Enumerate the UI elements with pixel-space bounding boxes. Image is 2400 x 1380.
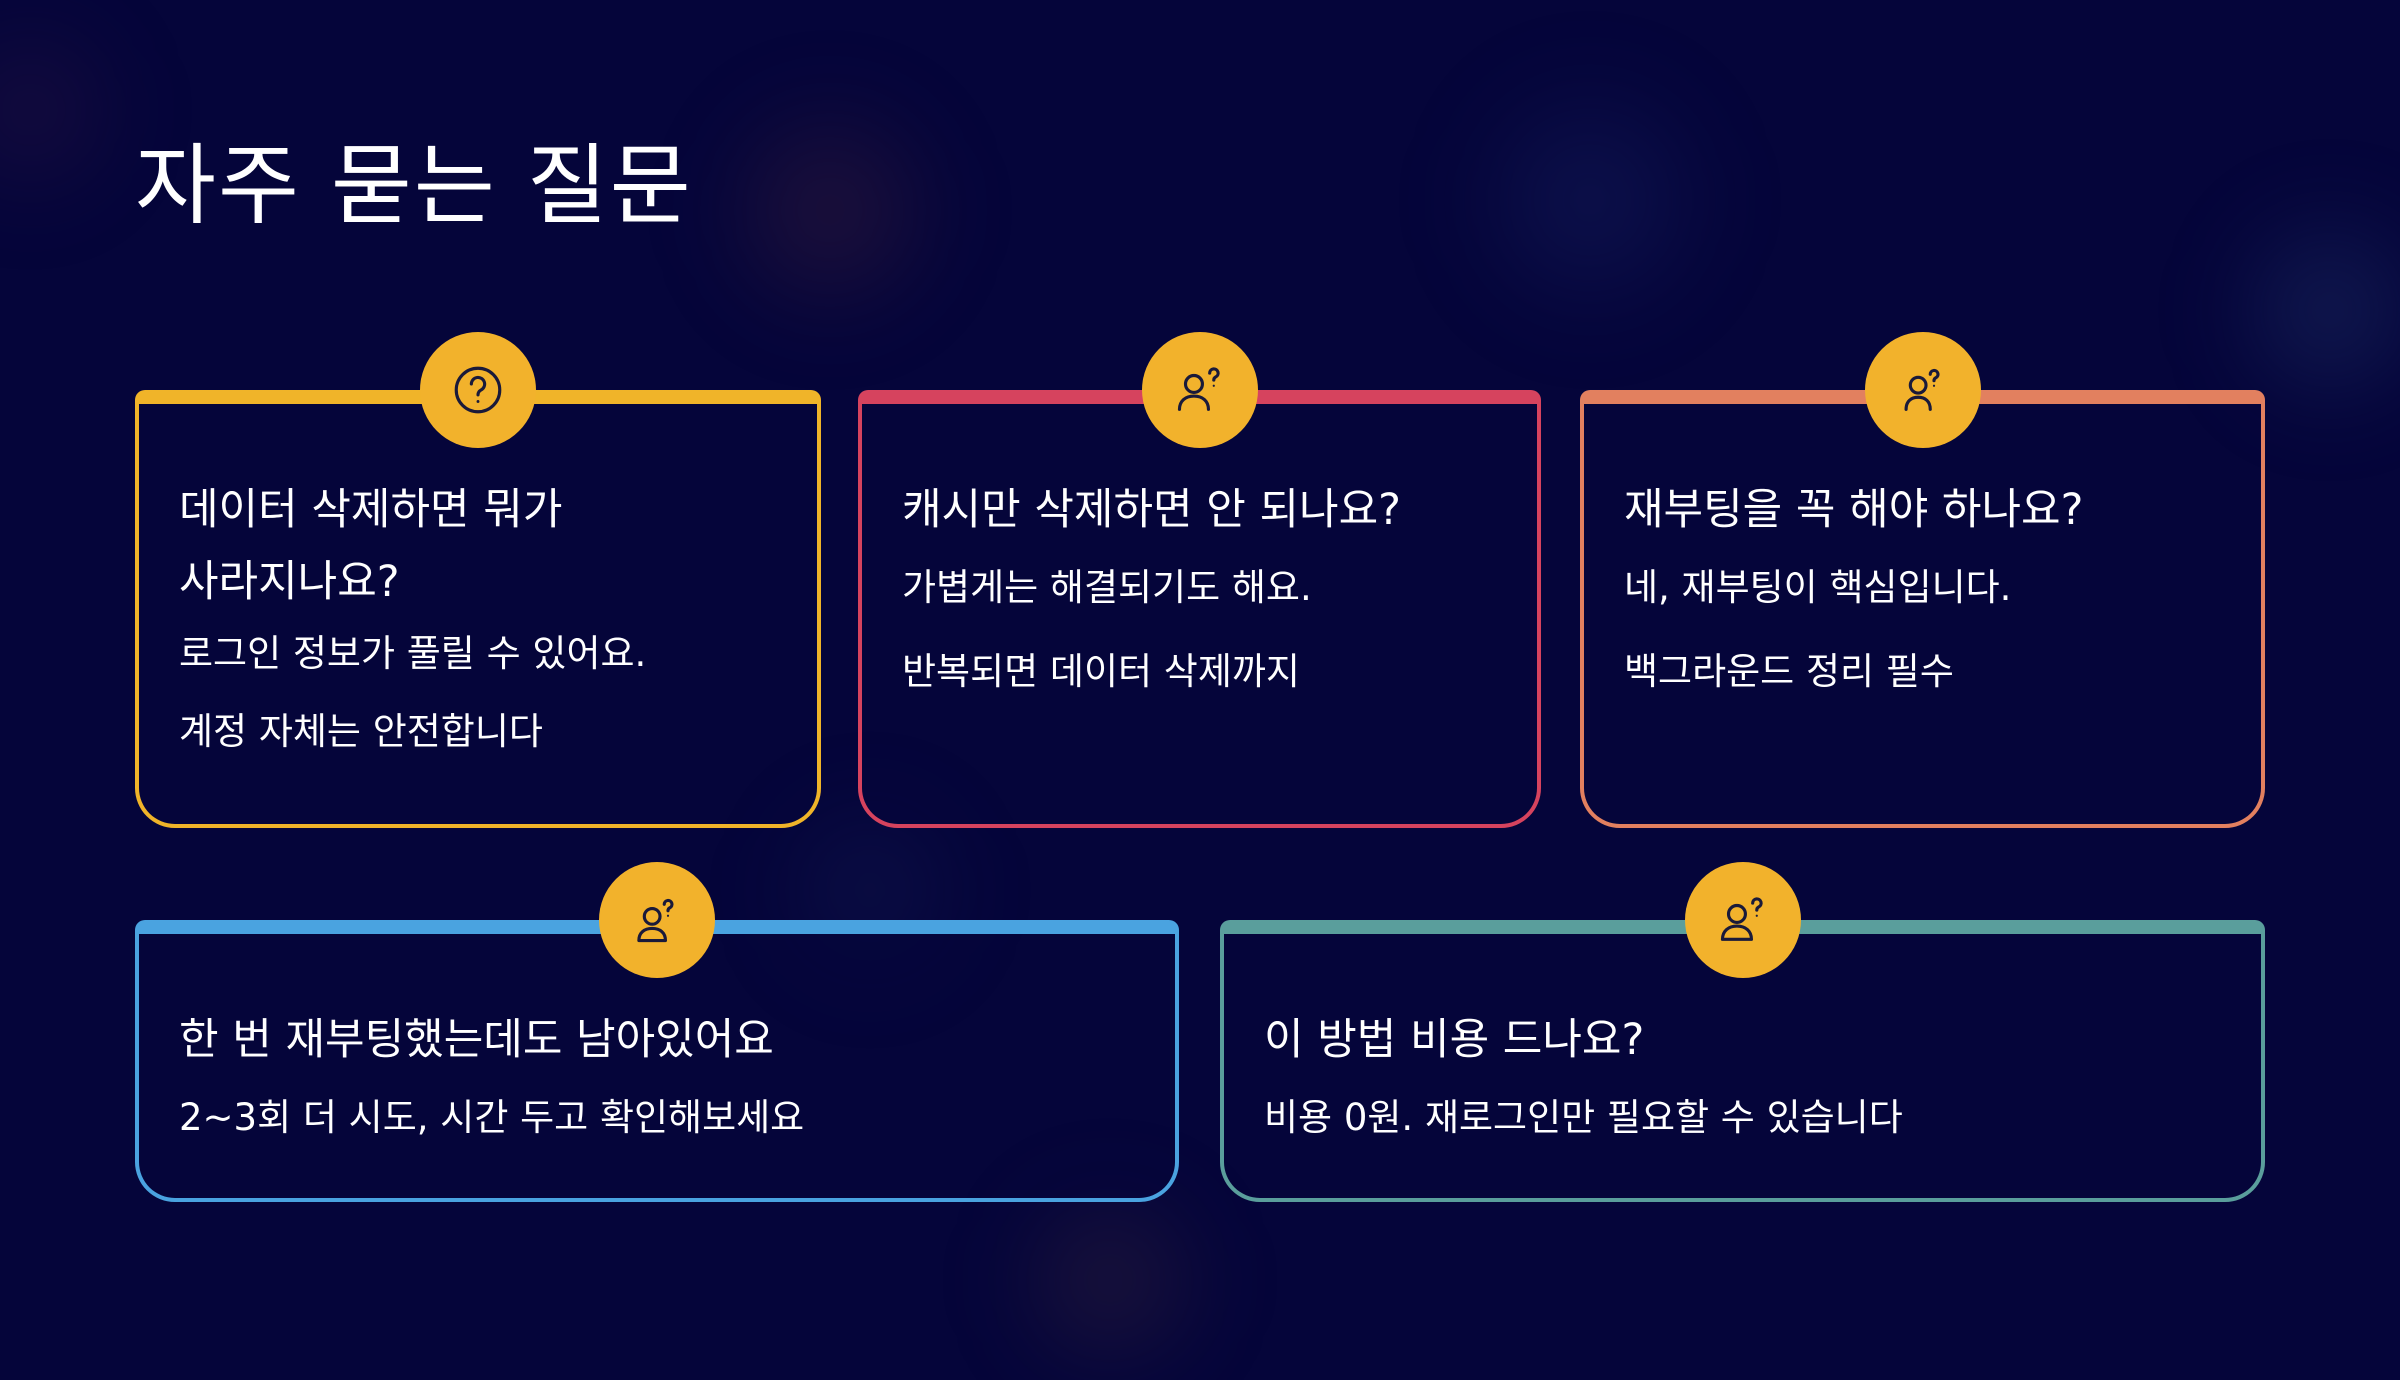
- faq-content: 이 방법 비용 드나요? 비용 0원. 재로그인만 필요할 수 있습니다: [1264, 1004, 2231, 1160]
- faq-answer: 비용 0원. 재로그인만 필요할 수 있습니다: [1264, 1096, 1903, 1139]
- faq-question: 사라지나요?: [179, 557, 400, 607]
- faq-answer: 로그인 정보가 풀릴 수 있어요.: [179, 632, 647, 675]
- faq-card-3: 재부팅을 꼭 해야 하나요? 네, 재부팅이 핵심입니다. 백그라운드 정리 필…: [1580, 332, 2265, 828]
- background-glow: [0, 0, 140, 220]
- background-glow: [980, 1180, 1240, 1380]
- faq-answer: 백그라운드 정리 필수: [1624, 650, 1954, 693]
- faq-content: 한 번 재부팅했는데도 남아있어요 2~3회 더 시도, 시간 두고 확인해보세…: [179, 1004, 1145, 1160]
- question-circle-icon: [420, 332, 536, 448]
- faq-question: 데이터 삭제하면 뭐가: [179, 485, 563, 535]
- faq-question: 재부팅을 꼭 해야 하나요?: [1624, 485, 2084, 535]
- faq-question: 캐시만 삭제하면 안 되나요?: [902, 485, 1401, 535]
- person-question-icon: [599, 862, 715, 978]
- faq-card-5: 이 방법 비용 드나요? 비용 0원. 재로그인만 필요할 수 있습니다: [1220, 862, 2265, 1202]
- faq-content: 데이터 삭제하면 뭐가 사라지나요? 로그인 정보가 풀릴 수 있어요. 계정 …: [179, 474, 787, 774]
- page-title: 자주 묻는 질문: [135, 134, 693, 237]
- faq-content: 캐시만 삭제하면 안 되나요? 가볍게는 해결되기도 해요. 반복되면 데이터 …: [902, 474, 1507, 714]
- person-question-icon: [1141, 332, 1258, 448]
- faq-answer: 반복되면 데이터 삭제까지: [902, 650, 1300, 693]
- person-question-icon: [1864, 332, 1981, 448]
- faq-answer: 네, 재부팅이 핵심입니다.: [1624, 566, 2012, 609]
- background-glow: [700, 80, 960, 340]
- faq-answer: 2~3회 더 시도, 시간 두고 확인해보세요: [179, 1096, 805, 1139]
- faq-answer: 가볍게는 해결되기도 해요.: [902, 566, 1312, 609]
- faq-card-4: 한 번 재부팅했는데도 남아있어요 2~3회 더 시도, 시간 두고 확인해보세…: [135, 862, 1179, 1202]
- faq-question: 이 방법 비용 드나요?: [1264, 1015, 1645, 1065]
- faq-answer: 계정 자체는 안전합니다: [179, 710, 543, 753]
- faq-content: 재부팅을 꼭 해야 하나요? 네, 재부팅이 핵심입니다. 백그라운드 정리 필…: [1624, 474, 2231, 714]
- faq-question: 한 번 재부팅했는데도 남아있어요: [179, 1015, 774, 1065]
- faq-card-2: 캐시만 삭제하면 안 되나요? 가볍게는 해결되기도 해요. 반복되면 데이터 …: [858, 332, 1541, 828]
- person-question-icon: [1684, 862, 1801, 978]
- faq-card-1: 데이터 삭제하면 뭐가 사라지나요? 로그인 정보가 풀릴 수 있어요. 계정 …: [135, 332, 821, 828]
- background-glow: [1450, 60, 1730, 340]
